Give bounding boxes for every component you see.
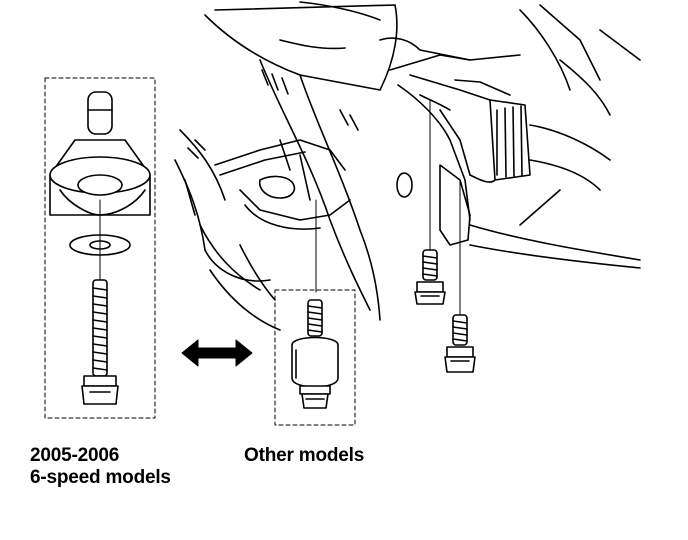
- other-models-label: Other models: [244, 445, 365, 466]
- six-speed-bushing-stud: [87, 91, 113, 135]
- leader-lines: [315, 99, 461, 316]
- other-models-bolt: [291, 299, 339, 409]
- six-speed-long-bolt: [81, 279, 119, 405]
- six-speed-label: 2005-2006 6-speed models: [30, 445, 171, 489]
- six-speed-mount-bushing: [49, 139, 151, 216]
- bolt-right-upper: [414, 249, 446, 305]
- other-models-box: [274, 289, 356, 426]
- double-arrow-icon: [181, 339, 253, 367]
- six-speed-label-line1: 2005-2006: [30, 445, 120, 466]
- six-speed-label-line2: 6-speed models: [30, 467, 171, 488]
- subframe-illustration: [174, 1, 641, 331]
- bolt-right-lower: [444, 314, 476, 373]
- six-speed-box: [44, 77, 156, 419]
